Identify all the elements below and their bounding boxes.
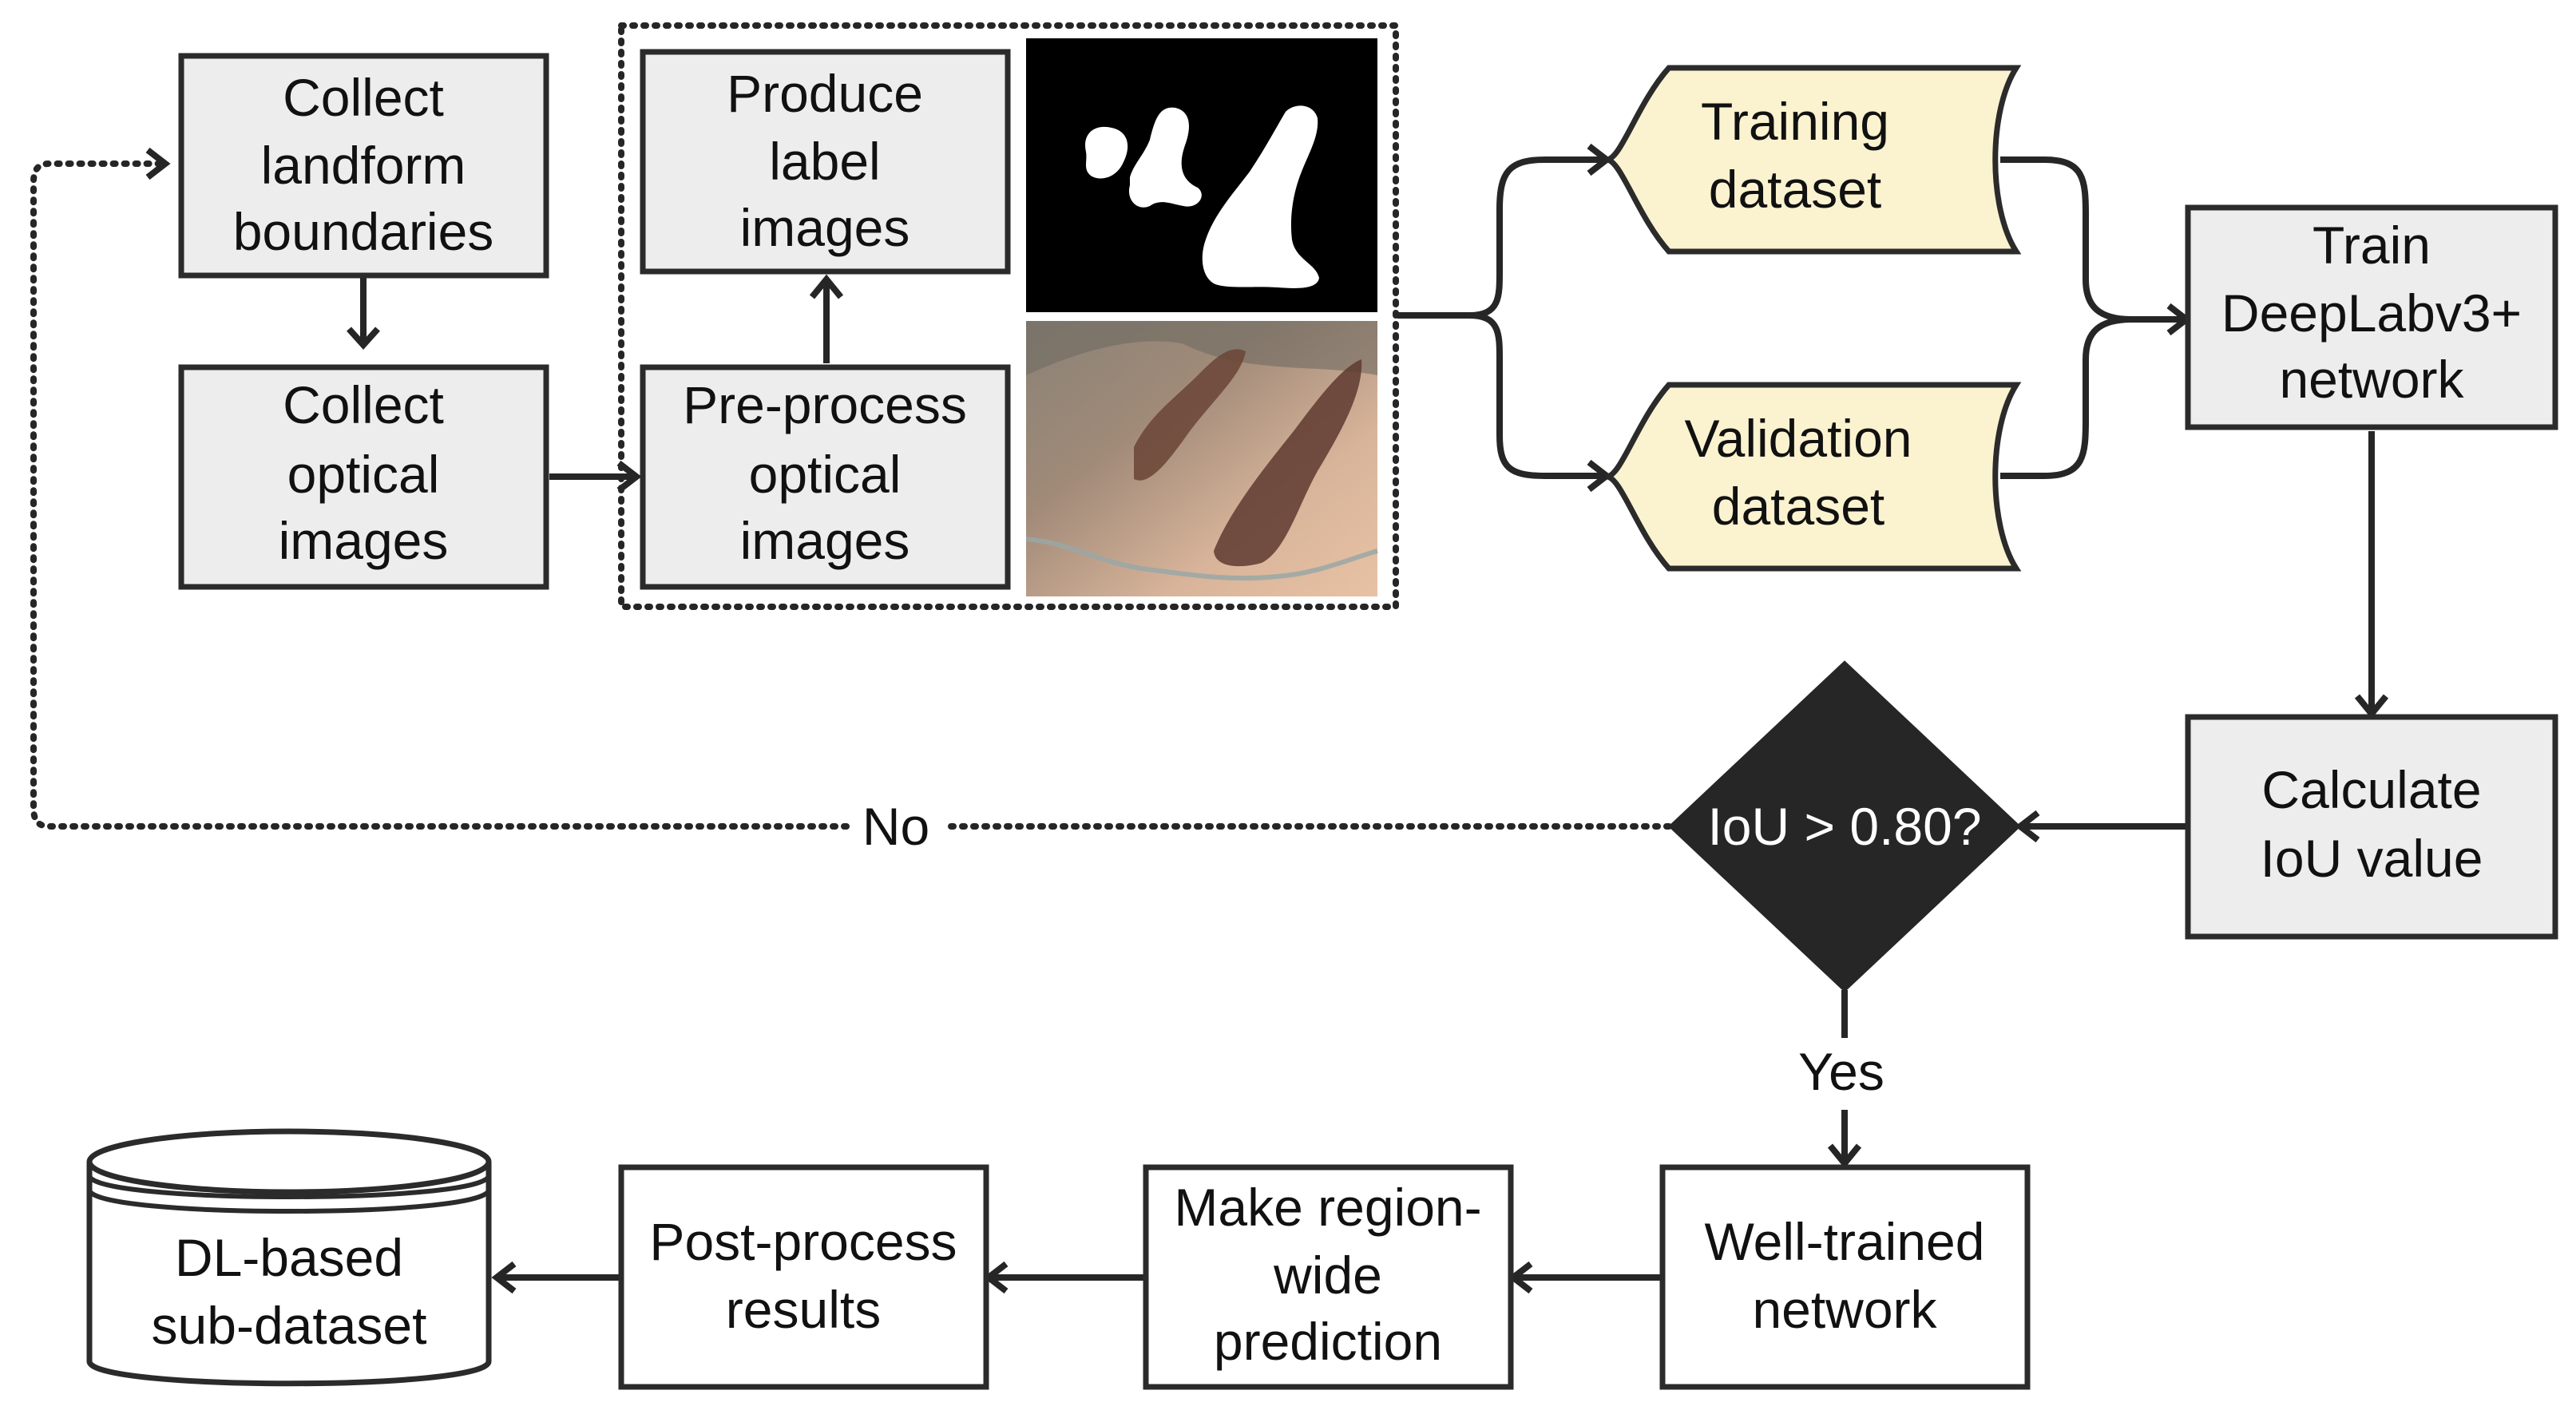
process-box xyxy=(178,364,549,590)
node-post-process: Post-process results xyxy=(618,1164,989,1390)
node-collect-boundaries: Collect landform boundaries xyxy=(178,53,549,279)
dataset-shape xyxy=(1606,382,2022,572)
mask-blob xyxy=(1128,107,1202,208)
node-collect-optical: Collect optical images xyxy=(178,364,549,590)
node-line: images xyxy=(740,198,910,257)
edge-to-validation xyxy=(1468,312,1605,479)
node-line: label xyxy=(769,132,880,191)
node-line: Collect xyxy=(283,68,444,127)
edge-label-no: No xyxy=(862,797,929,856)
node-line: sub-dataset xyxy=(152,1296,427,1355)
node-train-network: Train DeepLabv3+ network xyxy=(2185,204,2558,430)
node-line: optical xyxy=(287,445,440,504)
node-line: Produce xyxy=(727,64,923,123)
node-line: Make region- xyxy=(1174,1178,1481,1237)
node-well-trained: Well-trained network xyxy=(1659,1164,2031,1390)
arrowhead-icon xyxy=(1827,1143,1862,1169)
node-line: images xyxy=(279,511,449,570)
decision-label: IoU > 0.80? xyxy=(1707,797,1981,856)
arrowhead-icon xyxy=(491,1261,517,1294)
node-line: Post-process xyxy=(649,1212,957,1271)
edge-no-left xyxy=(30,160,850,830)
node-region-prediction: Make region- wide prediction xyxy=(1143,1164,1514,1390)
database-ring xyxy=(87,1174,491,1199)
node-training-dataset: Training dataset xyxy=(1606,65,2022,255)
node-line: Validation xyxy=(1685,409,1912,468)
edges xyxy=(30,143,2389,1294)
arrowhead-icon xyxy=(2354,694,2389,719)
arrowhead-icon xyxy=(809,274,844,299)
node-line: wide xyxy=(1273,1246,1382,1305)
node-line: optical xyxy=(749,445,902,504)
mask-blob xyxy=(1085,126,1128,179)
node-line: landform xyxy=(261,136,466,195)
database-ring xyxy=(87,1188,491,1214)
node-line: Pre-process xyxy=(683,375,967,434)
node-line: results xyxy=(726,1280,881,1339)
node-line: DeepLabv3+ xyxy=(2221,283,2522,343)
process-box xyxy=(1659,1164,2031,1390)
mask-background xyxy=(1026,38,1377,312)
optical-satellite-image xyxy=(1025,321,1378,596)
mask-blob xyxy=(1202,105,1319,288)
node-line: prediction xyxy=(1214,1312,1442,1371)
node-line: images xyxy=(740,511,910,570)
database-icon xyxy=(86,1162,492,1387)
node-line: Train xyxy=(2312,216,2431,275)
process-box xyxy=(618,1164,989,1390)
node-validation-dataset: Validation dataset xyxy=(1606,382,2022,572)
edge-to-training xyxy=(1397,156,1605,319)
process-box xyxy=(640,364,1011,590)
node-produce-label: Produce label images xyxy=(640,49,1011,275)
node-line: Calculate xyxy=(2261,760,2481,819)
process-box xyxy=(2185,204,2558,430)
node-line: network xyxy=(1752,1280,1937,1339)
node-sub-dataset: DL-based sub-dataset xyxy=(86,1128,492,1387)
label-mask-image xyxy=(1026,38,1377,312)
node-line: boundaries xyxy=(233,202,494,261)
node-line: IoU value xyxy=(2261,829,2483,888)
database-top xyxy=(86,1128,492,1195)
arrowhead-icon xyxy=(616,460,642,493)
landform-feature xyxy=(1214,359,1362,567)
node-line: Well-trained xyxy=(1705,1212,1985,1271)
arrowhead-icon xyxy=(347,327,380,350)
node-calculate-iou: Calculate IoU value xyxy=(2185,714,2558,940)
edge-label-yes: Yes xyxy=(1798,1042,1884,1101)
node-preprocess-optical: Pre-process optical images xyxy=(640,364,1011,590)
process-box xyxy=(1143,1164,1514,1390)
process-box xyxy=(178,53,549,279)
node-line: dataset xyxy=(1712,477,1885,536)
dataset-shape xyxy=(1606,65,2022,255)
river-feature xyxy=(1025,537,1378,581)
decision-diamond xyxy=(1668,660,2021,992)
edge-training-to-train xyxy=(2000,156,2186,323)
process-box xyxy=(640,49,1011,275)
node-line: Training xyxy=(1701,92,1889,151)
node-line: dataset xyxy=(1709,160,1882,219)
arrowhead-icon xyxy=(145,147,171,180)
terrain-shade xyxy=(1026,321,1377,375)
process-box xyxy=(2185,714,2558,940)
landform-feature xyxy=(1134,349,1246,481)
node-line: DL-based xyxy=(175,1228,403,1287)
node-decision: IoU > 0.80? xyxy=(1668,660,2021,992)
node-line: Collect xyxy=(283,375,444,434)
node-line: network xyxy=(2279,350,2464,409)
edge-validation-to-train xyxy=(2000,316,2133,479)
preprocessing-group xyxy=(618,22,1399,610)
